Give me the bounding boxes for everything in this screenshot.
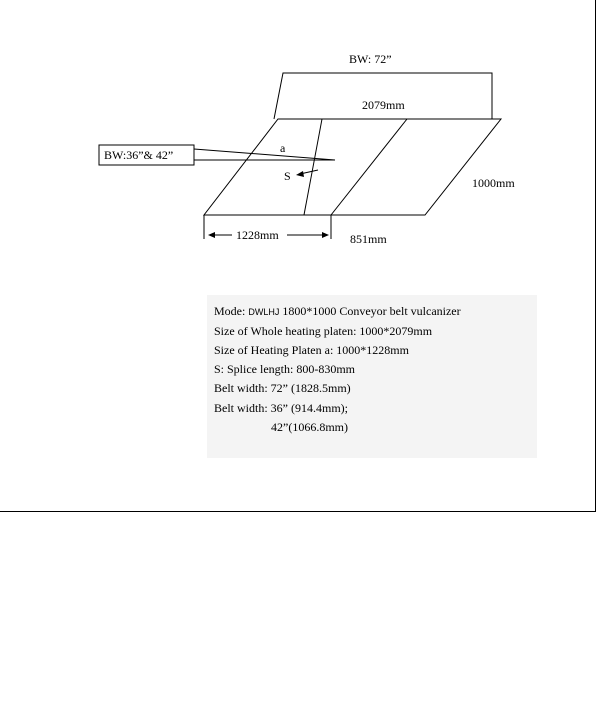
bw72-label: BW: 72” (349, 52, 392, 66)
platen-divider-2 (330, 118, 408, 216)
length-851-label: 851mm (350, 232, 387, 246)
bw72-bracket (273, 72, 493, 120)
spec-belt-width-72: Belt width: 72” (1828.5mm) (214, 381, 351, 395)
spec-belt-width-36: Belt width: 36” (914.4mm); (214, 401, 348, 415)
depth-1000-label: 1000mm (472, 176, 515, 190)
spec-panel: Mode: DWLHJ 1800*1000 Conveyor belt vulc… (207, 295, 537, 458)
callout-label: BW:36”& 42” (104, 148, 173, 162)
splice-arrowhead (296, 171, 304, 177)
vulcanizer-diagram: BW: 72” 2079mm BW:36”& 42” a S 1000mm 12… (98, 52, 515, 246)
spec-platen-a: Size of Heating Platen a: 1000*1228mm (214, 343, 409, 357)
callout-box (98, 144, 195, 166)
length-1228-label: 1228mm (236, 228, 279, 242)
platen-a-divider (303, 118, 323, 216)
spec-mode-line: Mode: DWLHJ 1800*1000 Conveyor belt vulc… (214, 304, 461, 319)
heating-platen-outline (202, 118, 503, 216)
page-frame (0, 0, 596, 512)
spec-belt-width-42: 42”(1066.8mm) (271, 420, 348, 434)
dim-arrowhead-right (322, 232, 329, 238)
spec-splice-length: S: Splice length: 800-830mm (214, 362, 355, 376)
spec-mode-rest: 1800*1000 Conveyor belt vulcanizer (282, 304, 461, 318)
spec-whole-platen: Size of Whole heating platen: 1000*2079m… (214, 324, 433, 338)
splice-label: S (284, 169, 291, 183)
callout-pointer (193, 148, 336, 161)
dim-arrowhead-left (208, 232, 215, 238)
spec-mode-code: DWLHJ (248, 307, 280, 317)
spec-mode-prefix: Mode: (214, 304, 246, 318)
platen-a-label: a (280, 141, 286, 155)
width-2079-label: 2079mm (362, 98, 405, 112)
